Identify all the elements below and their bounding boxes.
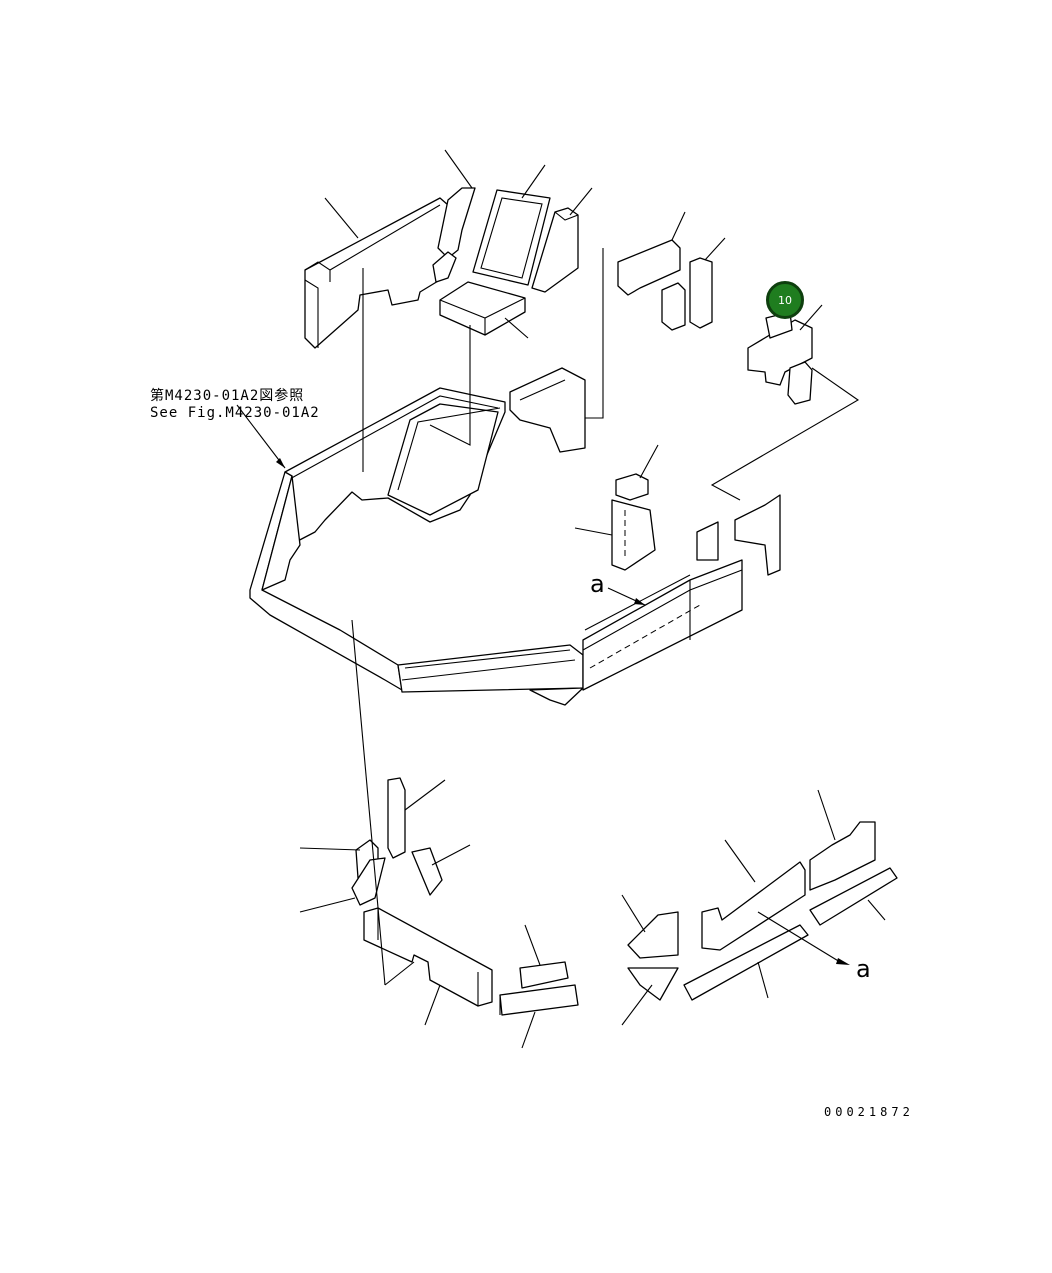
part-upper-left-pad xyxy=(304,197,449,349)
part-upper-right-block xyxy=(617,239,713,331)
part-right-bracket xyxy=(696,494,781,576)
part-right-assembly xyxy=(747,311,813,405)
part-lower-small-bars xyxy=(499,961,579,1016)
callout-number: 10 xyxy=(778,293,792,307)
arrowheads xyxy=(276,458,850,965)
part-vertical-plate xyxy=(611,473,656,571)
part-main-frame xyxy=(249,387,743,706)
part-lower-left-pads xyxy=(351,777,493,1007)
part-wedge-block xyxy=(531,207,579,293)
part-small-blocks-top xyxy=(432,187,476,283)
reference-note: 第M4230-01A2図参照 See Fig.M4230-01A2 xyxy=(150,388,320,422)
callout-10[interactable]: 10 xyxy=(766,281,804,319)
part-flat-block xyxy=(439,281,526,336)
part-lower-right-pads xyxy=(627,821,898,1001)
part-side-bracket xyxy=(509,367,586,453)
part-seat-panel xyxy=(472,189,551,286)
marker-a-upper: a xyxy=(590,570,605,598)
drawing-code: 00021872 xyxy=(824,1105,914,1119)
reference-jp: 第M4230-01A2図参照 xyxy=(150,388,305,404)
leader-lines xyxy=(236,149,886,1049)
marker-a-lower: a xyxy=(856,955,871,983)
reference-en: See Fig.M4230-01A2 xyxy=(150,405,320,421)
